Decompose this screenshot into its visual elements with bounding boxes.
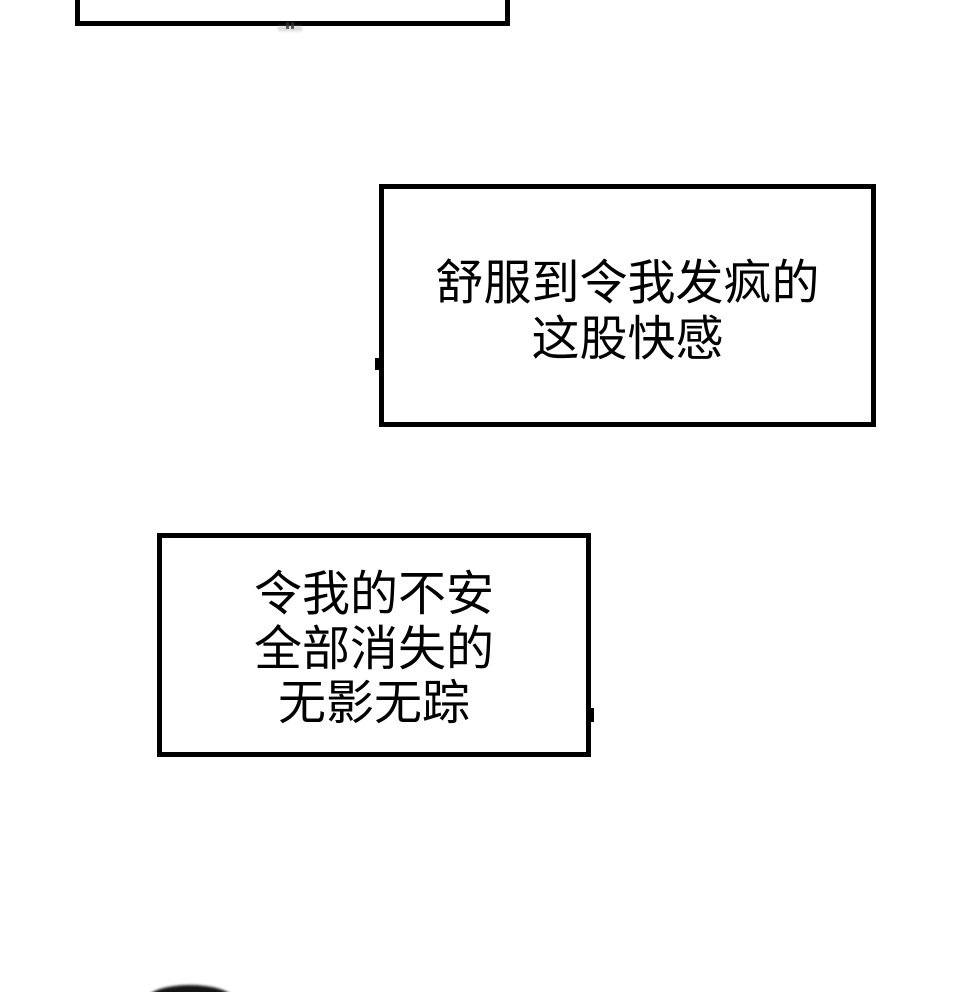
ink-artifact-smudge bbox=[278, 26, 302, 31]
caption-line: 全部消失的 bbox=[253, 620, 494, 677]
caption-line: 这股快感 bbox=[531, 310, 724, 367]
caption-line: 无影无踪 bbox=[277, 675, 470, 732]
ink-artifact-tick bbox=[286, 22, 289, 29]
ink-artifact-tick bbox=[291, 22, 294, 29]
bottom-dark-shape bbox=[147, 985, 233, 992]
caption-text: 令我的不安 全部消失的 无影无踪 bbox=[254, 567, 494, 731]
caption-text: 舒服到令我发疯的 这股快感 bbox=[435, 254, 820, 367]
ink-artifact-bump bbox=[589, 708, 594, 722]
caption-box-pleasure: 舒服到令我发疯的 这股快感 bbox=[379, 184, 876, 427]
caption-box-relief: 令我的不安 全部消失的 无影无踪 bbox=[157, 533, 591, 757]
caption-line: 舒服到令我发疯的 bbox=[435, 254, 820, 311]
ink-artifact-bump bbox=[375, 358, 380, 370]
caption-line: 令我的不安 bbox=[253, 565, 494, 622]
